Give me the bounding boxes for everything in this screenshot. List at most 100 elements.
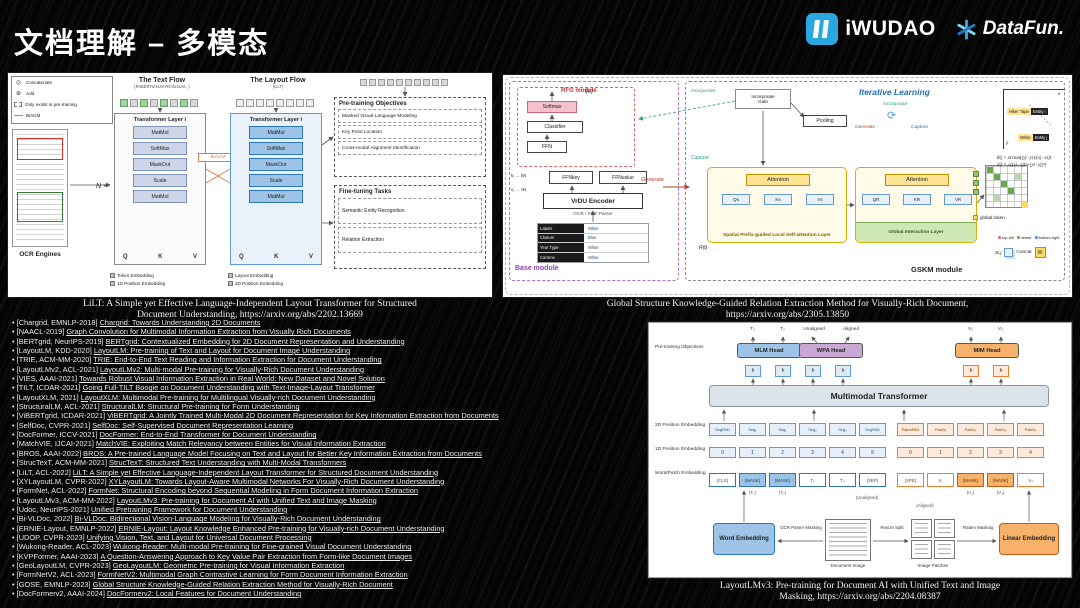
x-axis-label: x — [1058, 91, 1061, 96]
position-cell: 0 — [709, 447, 736, 458]
field-name: Labels — [538, 224, 584, 233]
structure-token — [973, 171, 979, 177]
paper-link[interactable]: Chargrid: Towards Understanding 2D Docum… — [99, 318, 261, 327]
paper-link[interactable]: Global Structure Knowledge-Guided Relati… — [92, 579, 393, 589]
paper-link[interactable]: BROS: A Pre-trained Language Model Focus… — [83, 448, 482, 458]
paper-link[interactable]: Unifying Vision, Text, and Layout for Un… — [86, 532, 312, 542]
iterative-learning-title: Iterative Learning — [859, 87, 930, 97]
gskm-module-label: GSKM module — [911, 265, 963, 274]
position-cell: 4 — [829, 447, 856, 458]
key-tokens-label: k₁ … kN — [511, 173, 527, 178]
segment-cell: Seg₁ — [739, 423, 766, 436]
position-embedding-icon — [110, 280, 115, 286]
paper-link[interactable]: FormNet: Structural Encoding beyond Sequ… — [88, 486, 418, 496]
mlm-head-box: MLM Head — [737, 343, 801, 358]
paper-venue-tag: [VIES, AAAI-2021] — [16, 374, 78, 384]
side-label-2d: 2D Position Embedding — [655, 423, 706, 428]
text-flow-subtitle: (RoBERTa/XLM-R/InfoXLM...) — [134, 84, 190, 89]
concat-label: Concat — [1016, 250, 1032, 255]
paper-link[interactable]: XYLayoutLM: Towards Layout-Aware Multimo… — [108, 476, 445, 486]
paper-item: [LiLT, ACL-2022]LiLT: A Simple yet Effec… — [12, 468, 650, 477]
layout-flow-title: The Layout Flow — [250, 77, 306, 84]
token-cell — [360, 79, 367, 86]
paper-link[interactable]: A Question-Answering Approach to Key Val… — [100, 551, 413, 561]
paper-link[interactable]: LayoutLMv3: Pre-training for Document AI… — [116, 495, 377, 505]
token-cell — [414, 79, 421, 86]
embedding-label: Layout Embedding — [235, 272, 274, 278]
position-cell: 0 — [897, 447, 924, 458]
base-module-box — [509, 81, 679, 281]
embedding-row: Token Embedding — [110, 271, 165, 279]
paper-link[interactable]: ViBERTgrid: A Jointly Trained Multi-Moda… — [107, 411, 499, 421]
lilt-caption-line1: LiLT: A Simple yet Effective Language-In… — [83, 299, 417, 309]
lmv3-caption-line2: Masking, https://arxiv.org/abs/2204.0838… — [779, 591, 941, 602]
query-box: QR — [862, 194, 890, 205]
paper-link[interactable]: Bi-VLDoc: Bidirectional Vision-Language … — [74, 514, 381, 524]
input-token-cell: V₄ — [1017, 473, 1044, 487]
paper-link[interactable]: FormNetV2: Multimodal Graph Contrastive … — [97, 570, 408, 580]
hidden-state-box: h — [993, 365, 1009, 377]
paper-link[interactable]: SelfDoc: Self-Supervised Document Repres… — [92, 420, 294, 430]
pretraining-objective-item: Masked Visual-Language Modeling — [338, 109, 482, 123]
incorporate-arrow-label: Incorporate — [691, 89, 716, 94]
paper-venue-tag: [ERNIE-Layout, EMNLP-2022] — [16, 523, 117, 533]
paper-link[interactable]: StrucTexT: Structured Text Understanding… — [109, 458, 347, 468]
input-token-cell: [SPE] — [897, 473, 924, 487]
point-legend-item: center — [1014, 235, 1032, 240]
vrdu-encoder-box: VrDU Encoder — [543, 193, 643, 209]
ocr-parser-masking-label: OCR Parser Masking — [780, 525, 822, 530]
grid-cell — [994, 174, 1000, 180]
grid-cell — [1001, 181, 1007, 187]
paper-link[interactable]: GeoLayoutLM: Geometric Pre-training for … — [112, 560, 345, 570]
paper-link[interactable]: Wukong-Reader: Multi-modal Pre-training … — [113, 542, 412, 552]
segment-cell: Seg₂ — [799, 423, 826, 436]
input-token-cell: [MASK] — [739, 473, 766, 487]
pretraining-objectives-title: Pre-training Objectives — [339, 100, 407, 107]
token-cell — [441, 79, 448, 86]
ocr-red-box — [17, 138, 63, 160]
token-cell — [396, 79, 403, 86]
paper-link[interactable]: Towards Robust Visual Information Extrac… — [79, 374, 385, 384]
field-name: Closure — [538, 233, 584, 242]
paper-item: [Udoc, NeurIPS-2021]Unified Pretraining … — [12, 505, 650, 514]
document-field-row: Labels White — [538, 224, 648, 234]
paper-link[interactable]: TRIE: End-to-End Text Reading and Inform… — [93, 355, 382, 365]
paper-link[interactable]: LayoutLM: Pre-training of Text and Layou… — [93, 346, 351, 356]
embedding-label: 1D Position Embedding — [117, 280, 166, 286]
paper-link[interactable]: LayoutLMv2: Multi-modal Pre-training for… — [100, 364, 365, 374]
paper-venue-tag: [Udoc, NeurIPS-2021] — [16, 504, 89, 514]
token-cell — [266, 99, 274, 107]
layers-count-label: N × — [96, 183, 108, 190]
attention-op-block: MaskOut — [249, 158, 303, 171]
paper-link[interactable]: ERNIE-Layout: Layout Knowledge Enhanced … — [118, 523, 445, 533]
field-name: Cartons — [538, 252, 584, 262]
k-label: K — [274, 254, 279, 260]
paper-link[interactable]: DocFormer: End-to-End Transformer for Do… — [99, 430, 317, 440]
lmv3-caption-line1: LayoutLMv3: Pre-training for Document AI… — [719, 581, 1001, 591]
attention-box: Attention — [746, 174, 810, 186]
position2d-embedding-icon — [228, 280, 233, 286]
paper-link[interactable]: Going Full-TILT Boogie on Document Under… — [82, 383, 375, 393]
gose-caption-line2: https://arxiv.org/abs/2305.13850 — [725, 309, 850, 320]
paper-link[interactable]: StructuralLM: Structural Pre-training fo… — [101, 402, 300, 412]
paper-link[interactable]: Graph Convolution for Multimodal Informa… — [66, 327, 351, 337]
field-value: White — [588, 244, 599, 250]
field-value: White — [588, 225, 599, 231]
paper-link[interactable]: LiLT: A Simple yet Effective Language-In… — [72, 467, 439, 477]
paper-link[interactable]: MatchVIE: Exploiting Match Relevancy bet… — [95, 439, 386, 449]
paper-link[interactable]: BERTgrid: Contextualized Embedding for 2… — [105, 336, 405, 346]
paper-link[interactable]: DocFormerv2: Local Features for Document… — [106, 588, 302, 598]
gose-caption: Global Structure Knowledge-Guided Relati… — [503, 299, 1072, 320]
paper-link[interactable]: LayoutXLM: Multimodal Pre-training for M… — [80, 392, 376, 402]
rfg-module-box — [517, 87, 635, 167]
paper-link[interactable]: Unified Pretraining Framework for Docume… — [90, 504, 288, 514]
top-token-label: T₂ — [780, 327, 785, 332]
token-cell — [256, 99, 264, 107]
